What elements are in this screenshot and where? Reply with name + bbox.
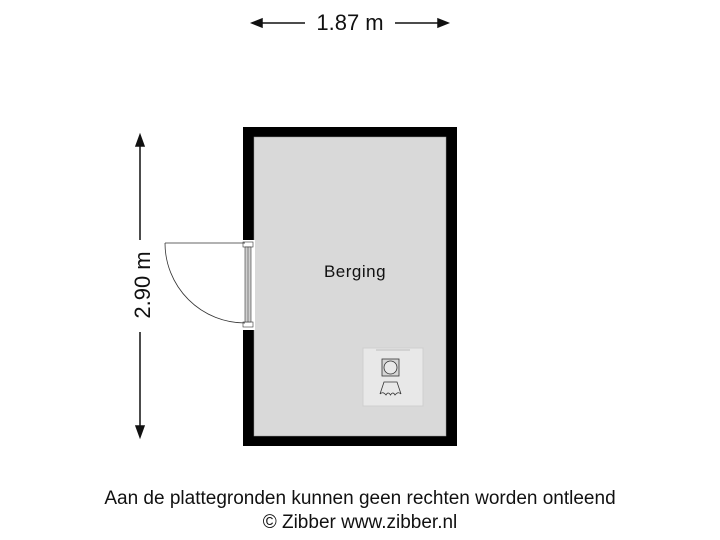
door: [164, 240, 255, 330]
washing-machine-icon: [362, 347, 424, 407]
height-dimension-arrows: [134, 132, 146, 440]
width-dimension-arrows: [249, 17, 451, 29]
height-dimension-label: 2.90 m: [128, 240, 158, 330]
disclaimer-text: Aan de plattegronden kunnen geen rechten…: [104, 488, 616, 509]
height-value: 2.90 m: [130, 251, 155, 319]
width-dimension-label: 1.87 m: [240, 8, 460, 38]
width-value: 1.87 m: [310, 10, 390, 35]
copyright-text: © Zibber www.zibber.nl: [262, 512, 458, 533]
room-label-berging: Berging: [323, 262, 387, 281]
